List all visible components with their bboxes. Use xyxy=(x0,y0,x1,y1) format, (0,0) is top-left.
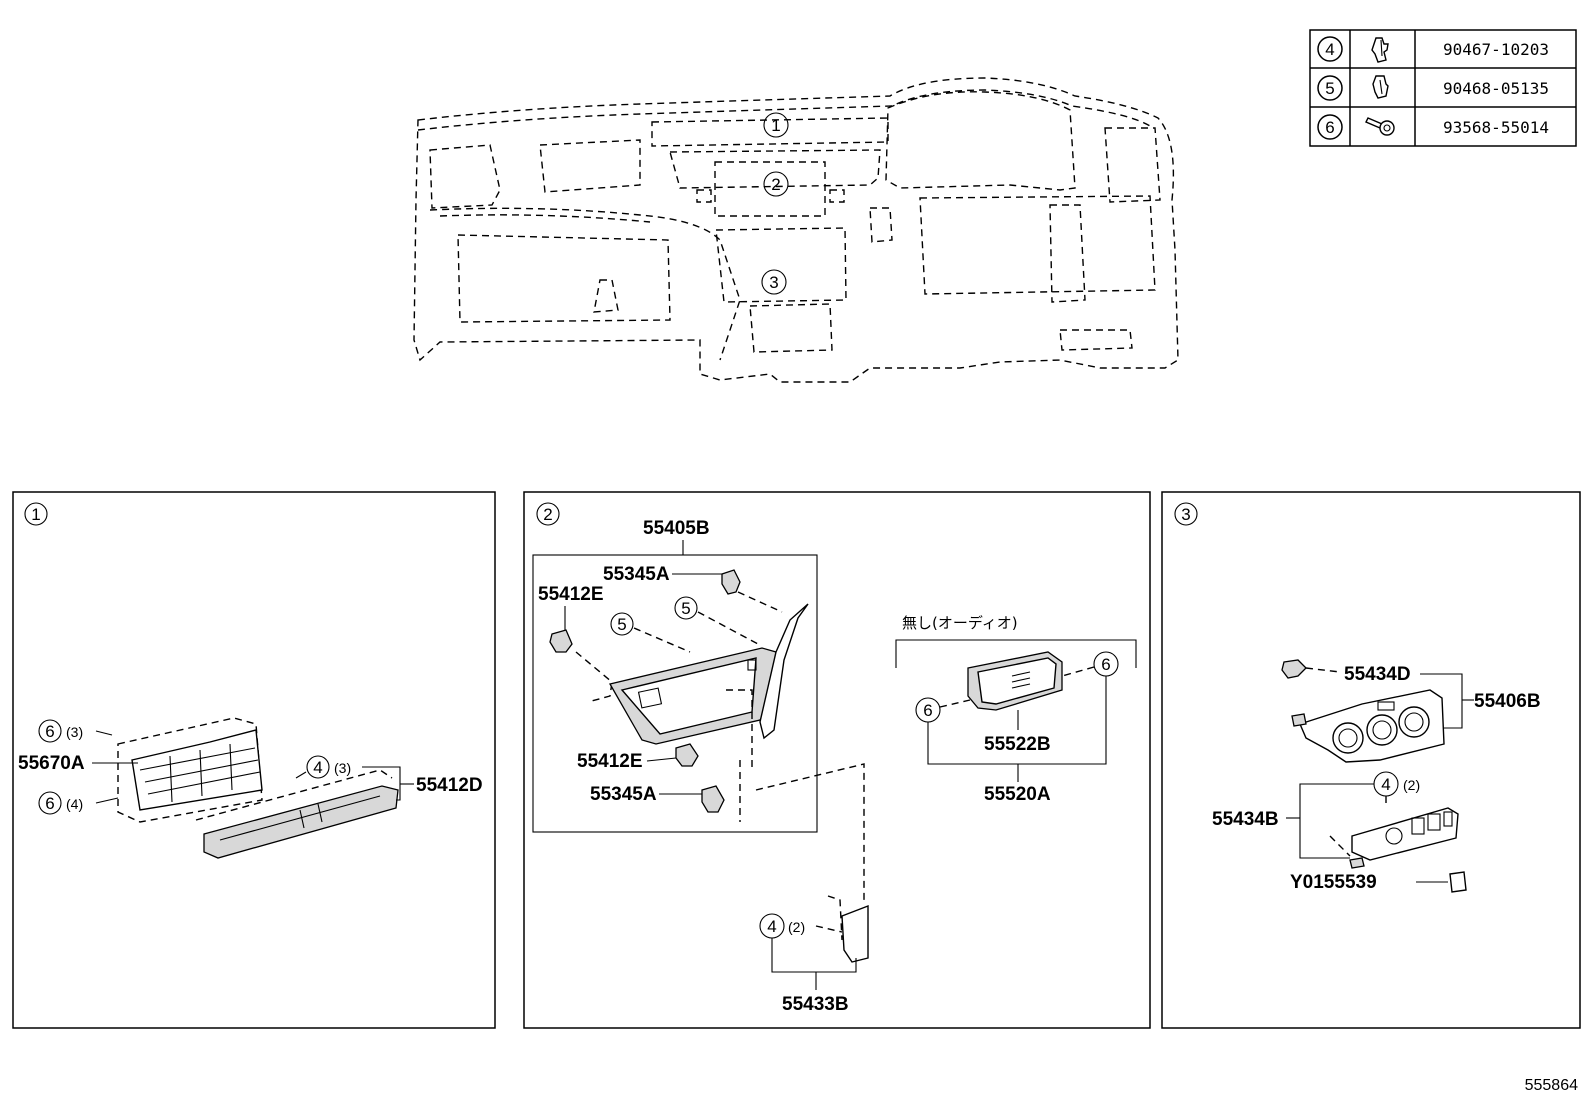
panel-1-id: 1 xyxy=(31,505,40,524)
trim-strip-55412D xyxy=(195,769,399,859)
part-55670A: 55670A xyxy=(18,753,85,774)
part-55412D: 55412D xyxy=(416,775,483,796)
panel-1-callout-6a: 6 xyxy=(45,722,54,741)
part-55406B: 55406B xyxy=(1474,691,1541,712)
panel-2-callout-6a: 6 xyxy=(923,701,932,720)
panel-2: 2 55405B 55345A 55412E 5 5 55412E xyxy=(523,491,1151,1029)
panel-1-qty-4: (3) xyxy=(334,760,351,776)
part-55520A: 55520A xyxy=(984,784,1051,805)
fastener-table: 4 90467-10203 5 90468-05135 6 9 xyxy=(1309,29,1577,147)
table-part: 93568-55014 xyxy=(1443,118,1549,137)
panel-3: 3 55434D 55406B 4 (2) 55434B xyxy=(1161,491,1581,1029)
part-55345A-bottom: 55345A xyxy=(590,784,657,805)
cover-55433B xyxy=(841,904,869,963)
table-ref: 4 xyxy=(1325,40,1334,59)
table-part: 90468-05135 xyxy=(1443,79,1549,98)
table-ref: 5 xyxy=(1325,79,1334,98)
panel-1: 1 6 (3) 55670A 6 (4) 4 (3) 55412D xyxy=(12,491,496,1029)
part-Y0155539: Y0155539 xyxy=(1290,872,1377,893)
part-55522B: 55522B xyxy=(984,734,1051,755)
panel-2-callout-6b: 6 xyxy=(1101,655,1110,674)
overview-callout-1: 1 xyxy=(771,116,780,135)
part-55433B: 55433B xyxy=(782,994,849,1015)
diagram-code: 555864 xyxy=(1525,1077,1578,1094)
overview-callout-3: 3 xyxy=(769,273,778,292)
part-55434D: 55434D xyxy=(1344,664,1411,685)
note-no-audio: 無し(オーディオ) xyxy=(902,614,1018,632)
screw-icon xyxy=(1365,117,1395,136)
panel-1-callout-6b: 6 xyxy=(45,794,54,813)
panel-2-id: 2 xyxy=(543,505,552,524)
panel-2-callout-4: 4 xyxy=(767,917,776,936)
panel-3-callout-4: 4 xyxy=(1381,775,1390,794)
panel-2-callout-5a: 5 xyxy=(617,615,626,634)
panel-3-qty-4: (2) xyxy=(1403,777,1420,793)
table-row: 6 93568-55014 xyxy=(1317,114,1549,140)
part-55412E-top: 55412E xyxy=(538,584,604,605)
clip-icon xyxy=(1372,75,1389,99)
table-ref: 6 xyxy=(1325,118,1334,137)
panel-1-qty-6b: (4) xyxy=(66,796,83,812)
switch-panel-55434B xyxy=(1349,807,1459,869)
vent-assembly-55670A xyxy=(117,717,263,823)
part-55412E-bottom: 55412E xyxy=(577,751,643,772)
panel-3-id: 3 xyxy=(1181,505,1190,524)
table-row: 5 90468-05135 xyxy=(1317,75,1549,101)
table-row: 4 90467-10203 xyxy=(1317,36,1549,63)
part-55434B: 55434B xyxy=(1212,809,1279,830)
panel-2-qty-4: (2) xyxy=(788,919,805,935)
panel-2-callout-5b: 5 xyxy=(681,599,690,618)
panel-1-callout-4: 4 xyxy=(313,758,322,777)
clip-55345A-top xyxy=(721,569,741,595)
clip-55412E-top xyxy=(549,629,573,653)
module-55522B xyxy=(967,651,1063,711)
blank-plug-Y0155539 xyxy=(1449,871,1467,893)
dashboard-outline: 1 2 3 xyxy=(413,77,1179,383)
part-55405B: 55405B xyxy=(643,518,710,539)
overview-callout-2: 2 xyxy=(771,175,780,194)
clip-55434D xyxy=(1281,659,1307,679)
part-55345A-top: 55345A xyxy=(603,564,670,585)
climate-panel-55406B xyxy=(1291,689,1445,763)
clip-55412E-bottom xyxy=(675,743,699,767)
clip-icon xyxy=(1371,37,1389,63)
clip-55345A-bottom xyxy=(701,785,725,813)
screen-bezel xyxy=(575,603,809,745)
panel-1-qty-6a: (3) xyxy=(66,724,83,740)
table-part: 90467-10203 xyxy=(1443,40,1549,59)
